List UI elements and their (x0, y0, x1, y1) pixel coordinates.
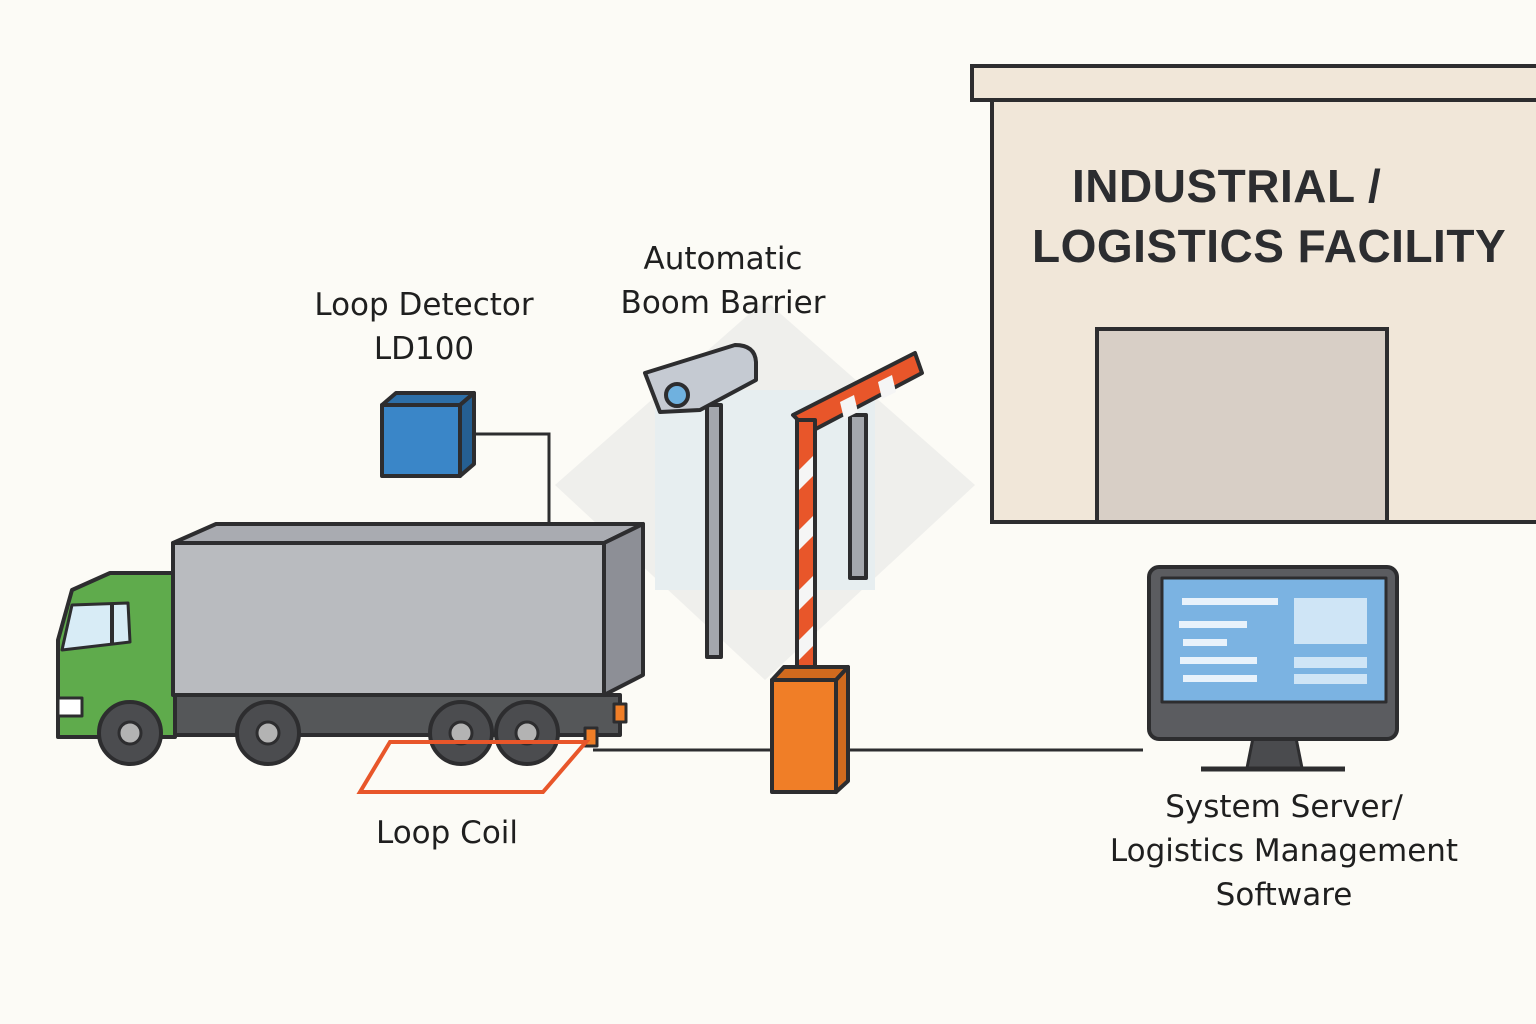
label-server-line3: Software (1215, 877, 1353, 913)
facility-title-line1: INDUSTRIAL / (1072, 160, 1382, 212)
wheel-hub (117, 720, 143, 746)
truck-wheels (97, 700, 560, 766)
loop-detector-device (380, 391, 476, 478)
boom-barrier (770, 351, 924, 794)
barrier-stripe (799, 516, 813, 550)
facility-building (970, 64, 1536, 524)
camera (643, 343, 758, 659)
facility-title-line2: LOGISTICS FACILITY (1032, 220, 1507, 272)
server-monitor (1147, 565, 1399, 772)
barrier-stripe (799, 576, 813, 610)
label-boom-barrier-line1: Automatic (643, 241, 803, 277)
label-boom-barrier: Automatic Boom Barrier (595, 237, 851, 325)
label-server-line1: System Server/ (1165, 789, 1403, 825)
truck (56, 522, 645, 748)
label-loop-coil: Loop Coil (375, 815, 519, 851)
cable-detector-to-truck (476, 432, 551, 523)
label-server: System Server/ Logistics Management Soft… (1094, 785, 1474, 917)
connection-cables (476, 432, 1143, 752)
barrier-stripe (840, 395, 858, 419)
label-loop-detector-line1: Loop Detector (314, 287, 534, 323)
facility-title: INDUSTRIAL / LOGISTICS FACILITY (1032, 156, 1512, 276)
barrier-stripe (799, 626, 813, 660)
label-boom-barrier-line2: Boom Barrier (620, 285, 826, 321)
facility-door (1095, 327, 1389, 524)
barrier-stripe (878, 375, 896, 399)
wheel-hub (255, 720, 281, 746)
label-loop-detector-line2: LD100 (373, 331, 475, 367)
loop-coil (356, 740, 591, 794)
label-server-line2: Logistics Management (1109, 833, 1459, 869)
label-loop-detector: Loop Detector LD100 (290, 283, 558, 371)
barrier-stripe (799, 456, 813, 490)
